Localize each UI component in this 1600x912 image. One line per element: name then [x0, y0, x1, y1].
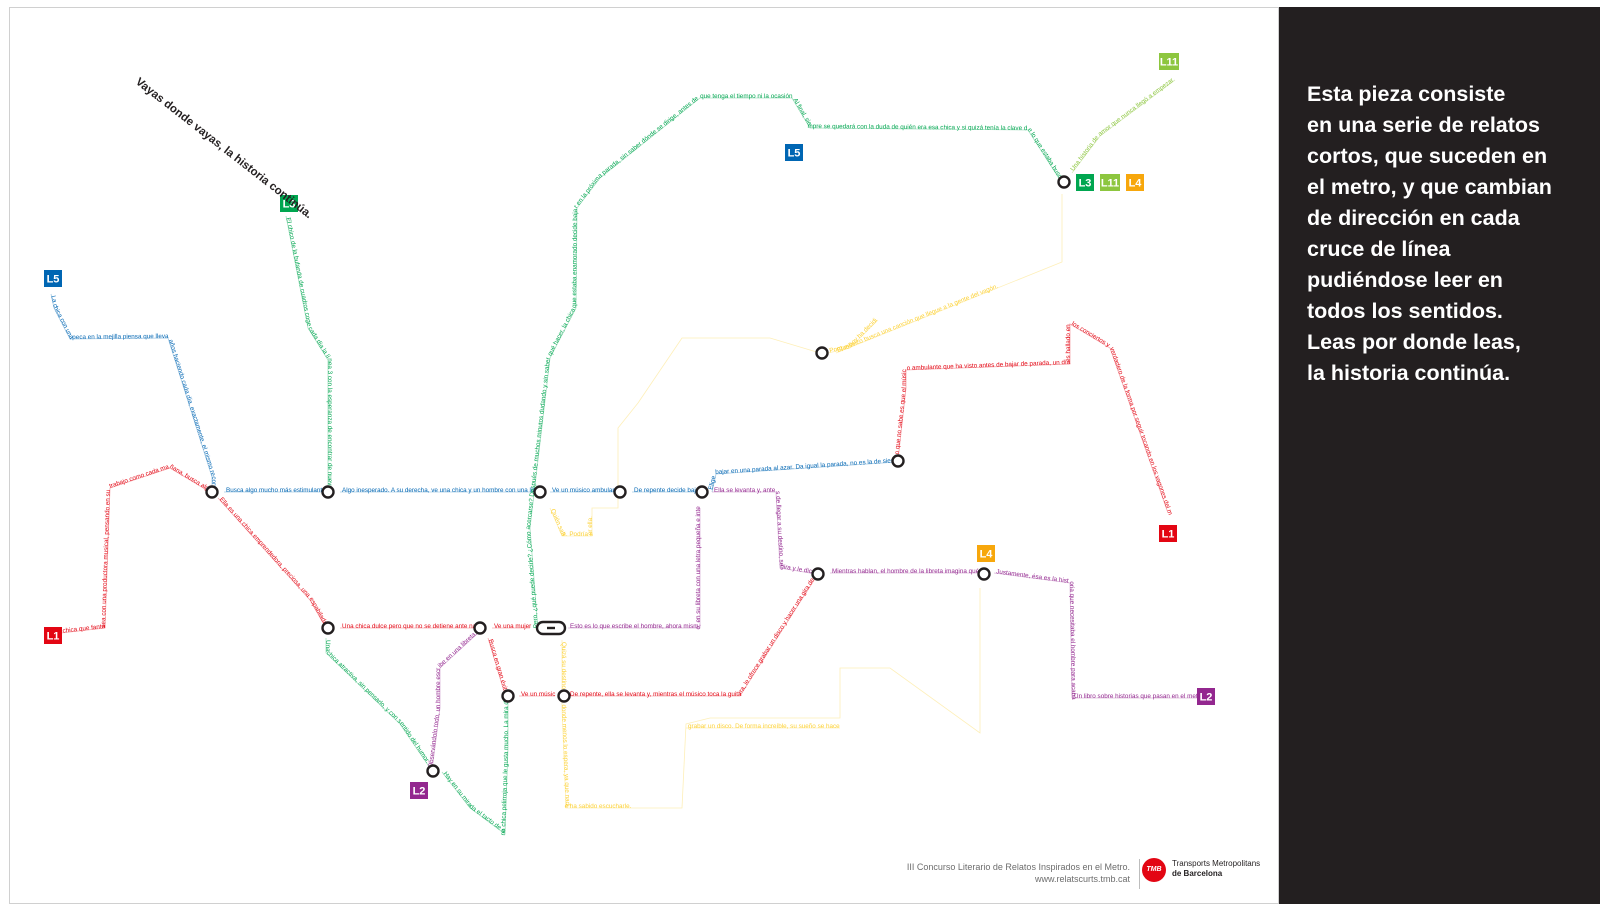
route-segment-l3	[325, 638, 431, 769]
poster: La chica con una peca en la mejilla pien…	[9, 7, 1279, 904]
contest-url[interactable]: www.relatscurts.tmb.cat	[1034, 874, 1130, 884]
line-badge-l2: L2	[410, 782, 428, 799]
line-badge-l4: L4	[977, 545, 995, 562]
interchange-station-icon	[533, 485, 547, 499]
route-segment-l1	[217, 497, 327, 629]
svg-text:L2: L2	[413, 786, 426, 798]
story-text-l4: Quién sabe. Podría ser ella.	[549, 508, 594, 538]
line-badge-l3: L3	[1076, 174, 1094, 191]
story-text-l4: Quizá su destino esté donde menos lo esp…	[560, 642, 632, 810]
story-text-l2: Observándolo todo, un hombre escribe en …	[427, 630, 478, 768]
story-text-l4: El músico busca una canción que llegue a…	[836, 283, 999, 354]
svg-text:L5: L5	[47, 274, 60, 286]
line-badge-l4: L4	[1126, 174, 1144, 191]
route-segment-l11	[1071, 79, 1176, 174]
line-badge-l1: L1	[44, 627, 62, 644]
route-segment-l2	[568, 508, 701, 629]
route-segment-l3	[441, 698, 509, 835]
svg-text:L4: L4	[980, 549, 994, 561]
svg-text:L1: L1	[47, 631, 60, 643]
svg-text:L4: L4	[1129, 178, 1143, 190]
metro-map: La chica con una peca en la mejilla pien…	[10, 8, 1215, 836]
route-segment-l2	[993, 572, 1073, 699]
route-segment-l4	[561, 588, 981, 809]
interchange-station-icon	[1057, 175, 1071, 189]
story-text-l3: El chico de la bufanda de cuadros coge c…	[10, 8, 333, 491]
svg-text:L3: L3	[283, 199, 296, 211]
route-segment-l3	[529, 97, 792, 631]
svg-text:L2: L2	[1200, 692, 1213, 704]
contest-title: III Concurso Literario de Relatos Inspir…	[906, 862, 1130, 872]
line-badge-l1: L1	[1159, 525, 1177, 542]
interchange-station-icon	[501, 689, 515, 703]
story-text-l1: Ella es una chica emprendedora, preciosa…	[218, 496, 330, 628]
story-text-l1: La chica que fantasea con una productora…	[10, 8, 214, 636]
line-badge-l5: L5	[44, 270, 62, 287]
line-badge-l11: L11	[1100, 174, 1120, 191]
story-text-l2: Esto es lo que escribe el hombre, ahora …	[10, 8, 702, 630]
interchange-station-icon	[205, 485, 219, 499]
footer-credits: III Concurso Literario de Relatos Inspir…	[907, 861, 1130, 885]
interchange-station-icon	[695, 485, 709, 499]
story-text-l5: Ve un músico ambulante.	[10, 8, 618, 494]
description-panel: Esta pieza consiste en una serie de rela…	[1279, 7, 1600, 904]
route-segment-l5	[50, 293, 213, 492]
svg-text:L11: L11	[1160, 57, 1178, 69]
svg-text:L5: L5	[788, 148, 801, 160]
interchange-station-icon	[815, 346, 829, 360]
story-text-l1: Una chica dulce pero que no se detiene a…	[10, 8, 480, 630]
interchange-station-icon	[426, 764, 440, 778]
tagline: Vayas donde vayas, la historia continúa.	[133, 76, 314, 221]
route-segment-l2	[431, 632, 479, 771]
story-text-l2: Un libro sobre historias que pasan en el…	[1074, 693, 1205, 700]
route-segment-l4	[549, 337, 821, 537]
interchange-station-icon	[891, 454, 905, 468]
tmb-name-line2: de Barcelona	[1172, 869, 1223, 878]
interchange-station-icon	[613, 485, 627, 499]
route-segment-l4	[835, 194, 1063, 354]
route-segment-l3	[791, 97, 1061, 181]
story-text-l1: Ve un músico.	[10, 8, 555, 698]
interchange-station-icon	[473, 621, 487, 635]
story-text-l5: De repente decide bajar.	[10, 8, 700, 494]
line-badge-l3: L3	[280, 195, 298, 212]
interchange-station-icon	[977, 567, 991, 581]
route-segment-l2	[712, 491, 817, 575]
story-text-l1: Busca en gran éxito.	[487, 638, 510, 695]
story-text-l5: Algo inesperado. A su derecha, ve una ch…	[10, 8, 538, 494]
story-text-l11: Una historia de amor que nunca llegó a e…	[1069, 77, 1175, 173]
svg-text:L11: L11	[1101, 178, 1119, 190]
interchange-station-icon	[811, 567, 825, 581]
interchange-station-icon	[557, 689, 571, 703]
tmb-brand: TMB Transports Metropolitans de Barcelon…	[1142, 857, 1262, 883]
svg-text:L1: L1	[1162, 529, 1175, 541]
story-text-l3: Pero, ¿qué puede decirle? ¿Cómo acercars…	[10, 8, 793, 628]
route-segment-l5	[711, 461, 899, 493]
line-badge-l2: L2	[1197, 688, 1215, 705]
tmb-name-line1: Transports Metropolitans	[1172, 859, 1261, 868]
route-segment-l3	[285, 215, 329, 492]
svg-text:L3: L3	[1079, 178, 1092, 190]
story-text-l4: Porque hoy ha decidido	[10, 8, 879, 355]
story-text-l5: La chica con una peca en la mejilla pien…	[10, 8, 217, 493]
route-segment-l1	[51, 467, 211, 635]
route-segment-l1	[487, 637, 507, 699]
route-segment-l1	[897, 323, 1169, 514]
footer-divider	[1139, 859, 1140, 889]
interchange-station-icon	[321, 621, 335, 635]
story-text-l3: Una chica atractiva, sin pensarlo, y con…	[324, 640, 431, 765]
line-badge-l5: L5	[785, 144, 803, 161]
route-segment-l1	[568, 573, 819, 697]
story-text-l1: Lo que no sabe es que el músico ambulant…	[10, 8, 1174, 516]
story-text-l1: Ve una mujer.	[10, 8, 531, 630]
line-badge-l11: L11	[1159, 53, 1179, 70]
story-text-l4: grabar un disco. De forma increíble, su …	[10, 8, 840, 730]
story-text-l5: Busca algo mucho más estimulante.	[226, 487, 328, 494]
description-text: Esta pieza consiste en una serie de rela…	[1307, 82, 1552, 385]
interchange-station-icon	[321, 485, 335, 499]
tmb-logo-icon: TMB	[1142, 858, 1166, 882]
tmb-name: Transports Metropolitans de Barcelona	[1172, 859, 1260, 879]
route-segment-l4	[827, 319, 879, 354]
story-text-l3: Al final, siempre se quedará con la duda…	[10, 8, 1063, 180]
